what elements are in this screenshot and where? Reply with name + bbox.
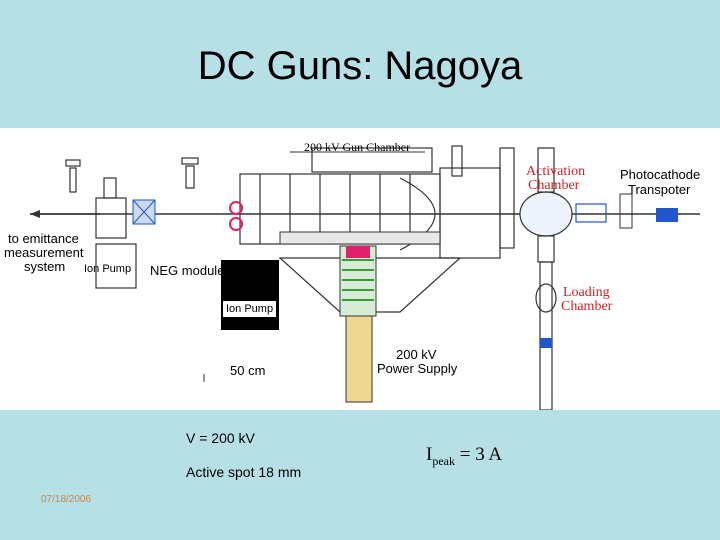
gun-chamber-label: 200 kV Gun Chamber xyxy=(304,140,411,154)
left-valves xyxy=(65,157,199,289)
peak-current-formula: Ipeak = 3 A xyxy=(426,444,502,469)
photocathode-label-1: Photocathode xyxy=(620,167,701,182)
ion-pump-box xyxy=(221,260,279,330)
activation-chamber xyxy=(519,147,573,410)
formula-subscript: peak xyxy=(432,453,455,468)
activation-label-2: Chamber xyxy=(528,178,580,193)
blue-flange xyxy=(540,338,552,348)
power-supply-label-2: Power Supply xyxy=(377,361,458,376)
arrow-left-icon xyxy=(30,210,40,218)
neg-module-label: NEG module xyxy=(150,263,225,278)
transporter-body xyxy=(575,203,607,223)
cathode-marker xyxy=(229,201,243,215)
emittance-label-3: system xyxy=(24,259,66,274)
ion-pump-box-label: Ion Pump xyxy=(222,300,278,318)
nagoya-gun-diagram: 200 kV Gun Chamber Activation Chamber Ph… xyxy=(0,128,720,410)
voltage-caption: V = 200 kV xyxy=(186,430,255,446)
formula-symbol: I xyxy=(426,444,433,465)
insulator-pipe xyxy=(279,231,441,245)
slide-date: 07/18/2006 xyxy=(41,494,92,505)
activation-label-1: Activation xyxy=(526,164,586,179)
ion-pump-left-label: Ion Pump xyxy=(84,263,132,275)
slide-title: DC Guns: Nagoya xyxy=(197,44,523,88)
loading-label-1: Loading xyxy=(563,285,610,300)
emittance-label-2: measurement xyxy=(4,245,84,260)
photocathode-label-2: Transpoter xyxy=(628,182,691,197)
apparatus-drawing xyxy=(30,145,700,410)
power-supply-label-1: 200 kV xyxy=(396,347,437,362)
loading-chamber xyxy=(535,283,557,313)
scale-label: 50 cm xyxy=(230,363,266,378)
formula-value: = 3 A xyxy=(454,444,503,465)
loading-label-2: Chamber xyxy=(561,299,613,314)
transporter-handle xyxy=(656,208,678,222)
active-spot-caption: Active spot 18 mm xyxy=(186,464,302,480)
emittance-label-1: to emittance xyxy=(8,231,79,246)
power-supply xyxy=(278,245,462,403)
